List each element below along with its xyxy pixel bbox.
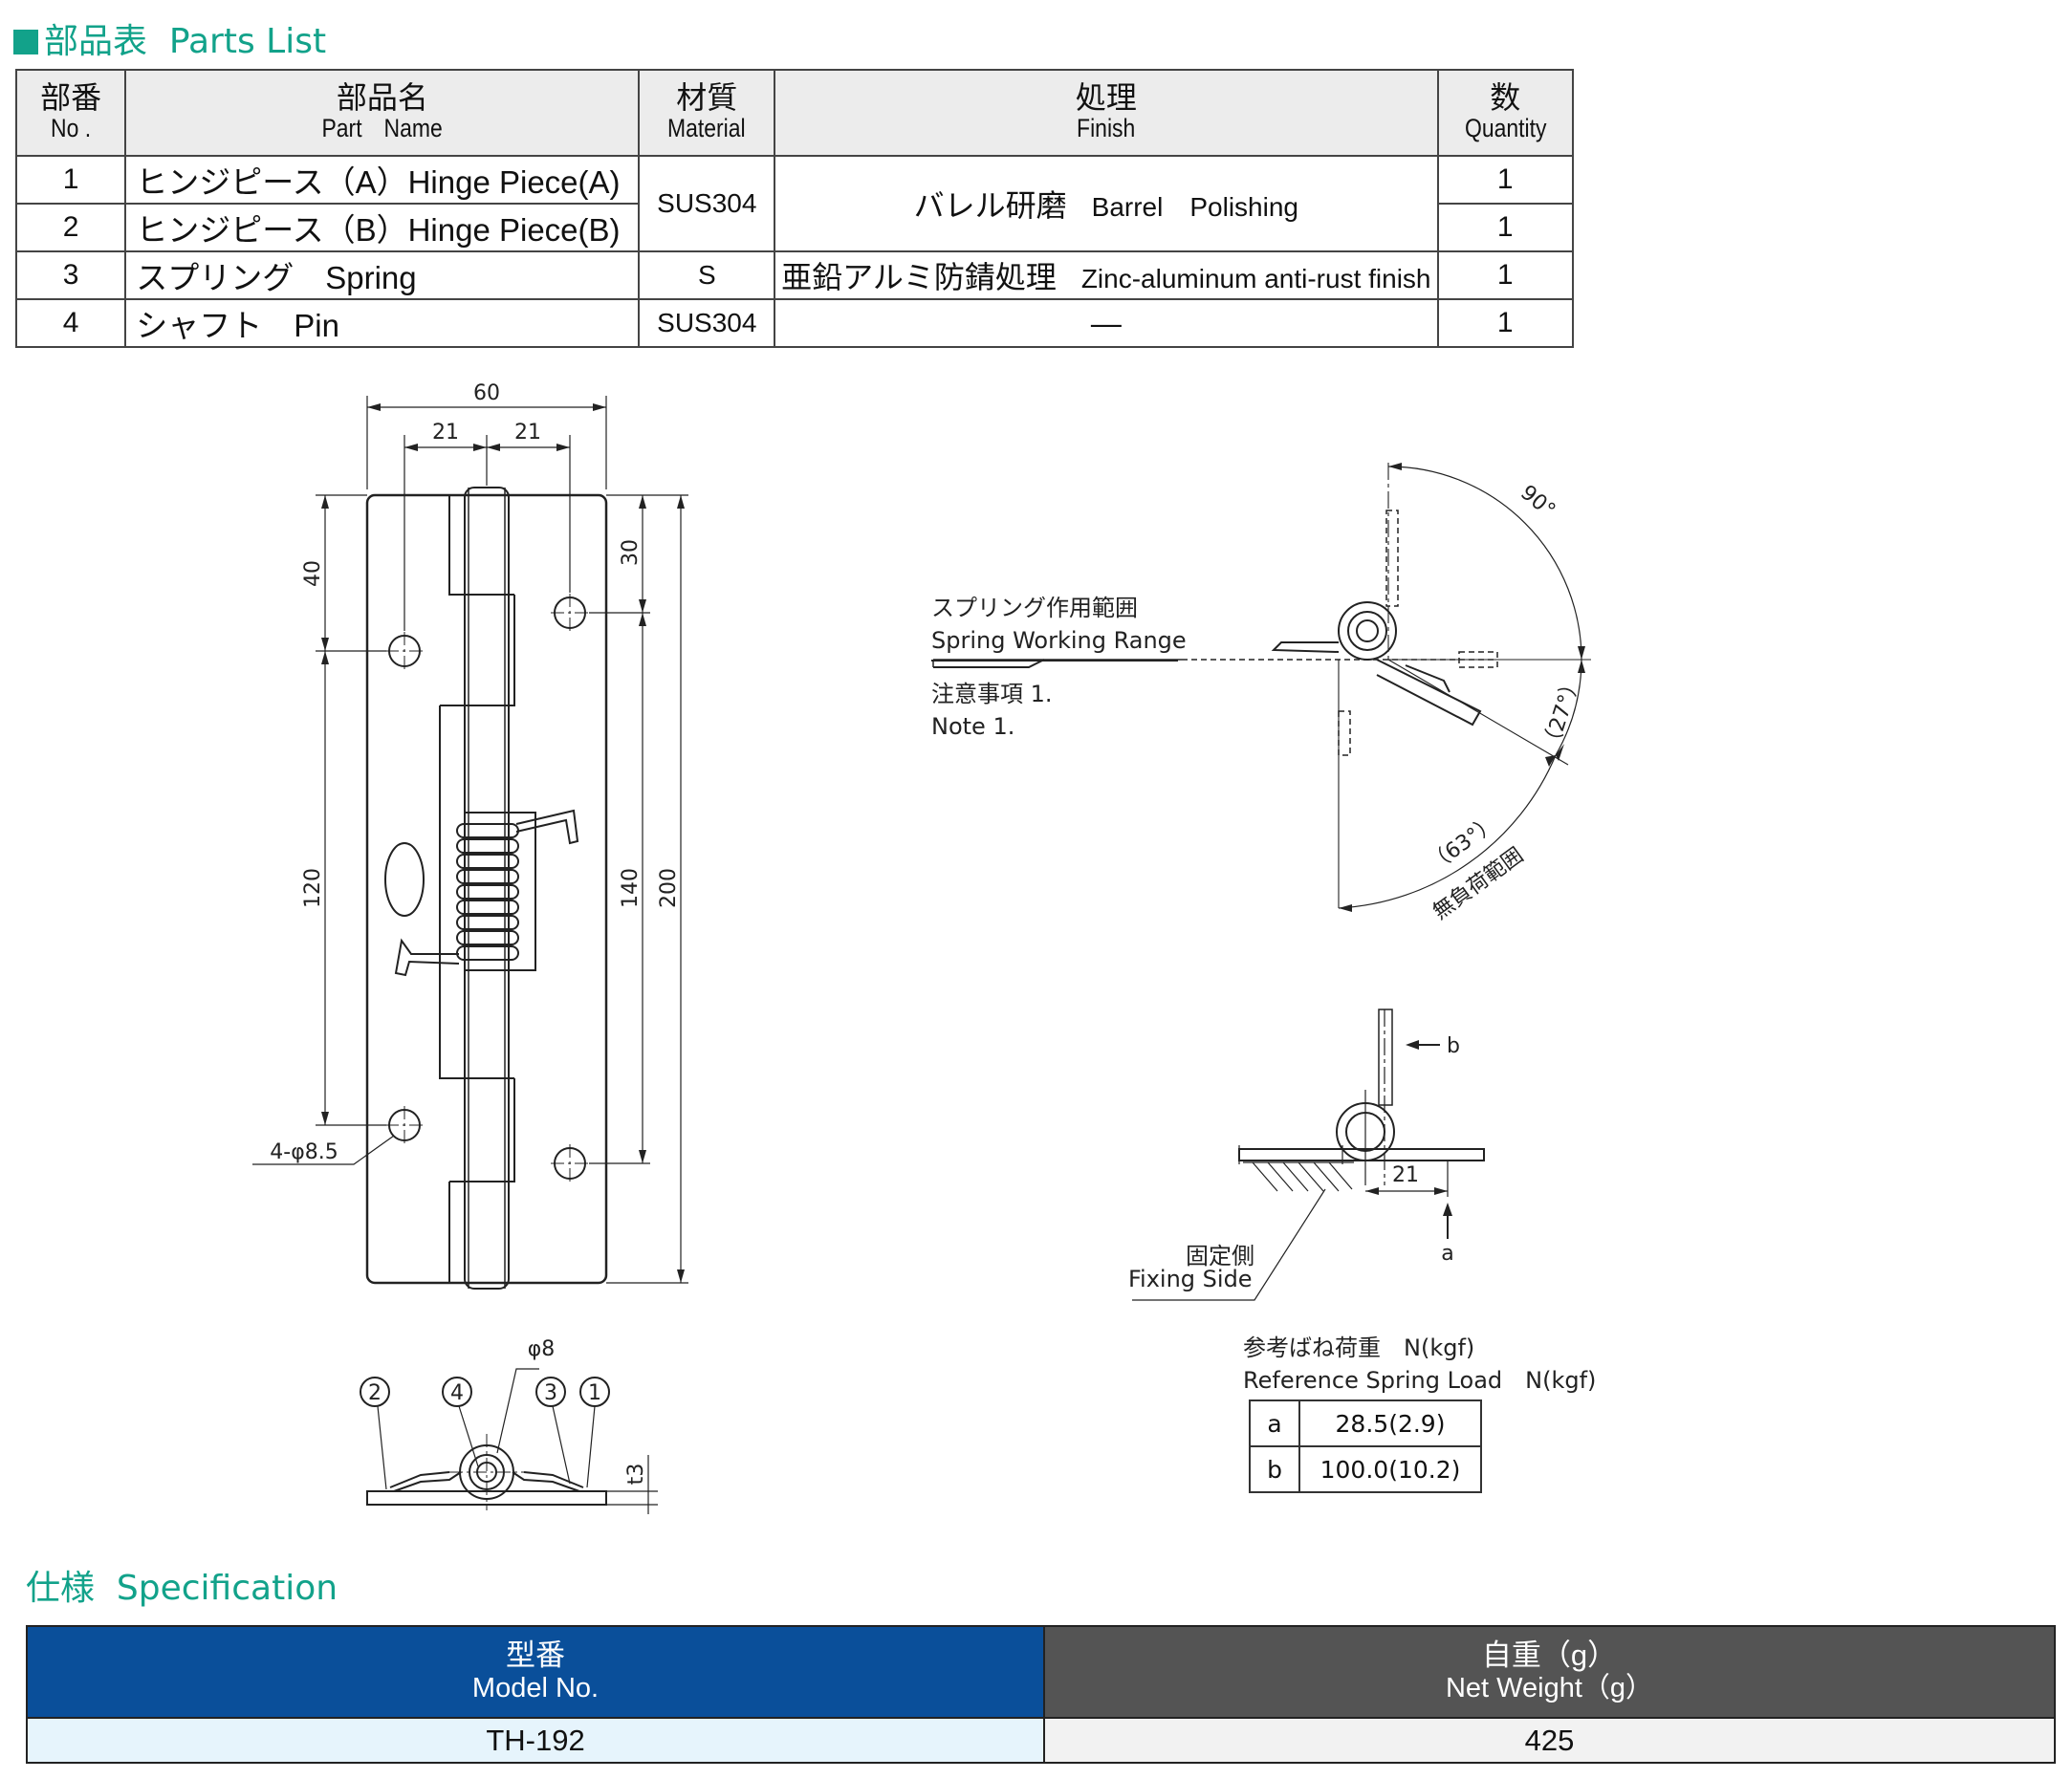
part-qty: 1 [1436, 203, 1574, 252]
angle-90: 90° [1516, 481, 1559, 523]
part-finish: — [774, 298, 1439, 348]
part-qty: 1 [1436, 155, 1574, 205]
arrow-b-label: b [1447, 1034, 1460, 1058]
table-row: a 28.5(2.9) [1249, 1399, 1482, 1447]
note-jp: 注意事項 1. [931, 681, 1053, 707]
part-name: スプリング Spring [124, 250, 641, 300]
part-material: SUS304 [638, 298, 776, 348]
part-no: 3 [14, 250, 127, 300]
spring-load-title-en: Reference Spring Load N(kgf) [1243, 1367, 1597, 1394]
part-no: 2 [14, 203, 127, 252]
table-row: TH-192 425 [26, 1717, 2056, 1764]
part-material: S [638, 250, 776, 300]
load-value: 28.5(2.9) [1298, 1399, 1482, 1447]
arrow-a-label: a [1441, 1242, 1453, 1266]
dim-120: 120 [301, 868, 325, 908]
dim-holes: 4-φ8.5 [270, 1140, 338, 1164]
spring-range-view [932, 463, 1591, 912]
table-row: 2 ヒンジピース（B）Hinge Piece(B) 1 [14, 203, 1574, 252]
front-view [252, 396, 688, 1290]
spring-range-label-en: Spring Working Range [931, 627, 1187, 662]
part-name: ヒンジピース（B）Hinge Piece(B) [124, 203, 641, 252]
part-no: 4 [14, 298, 127, 348]
dim-pin-diameter: φ8 [528, 1337, 556, 1361]
balloon-1: 1 [588, 1381, 601, 1405]
load-view [1132, 1009, 1485, 1301]
balloon-3: 3 [544, 1381, 557, 1405]
part-no: 1 [14, 155, 127, 205]
load-key: b [1249, 1445, 1300, 1493]
parts-list-title: 部品表 Parts List [13, 13, 326, 63]
angle-27: （27°） [1538, 672, 1585, 755]
part-qty: 1 [1436, 250, 1574, 300]
technical-drawing: 60 21 21 40 120 30 140 200 4-φ8.5 φ8 t3 … [252, 381, 1591, 1514]
part-qty: 1 [1436, 298, 1574, 348]
model-value: TH-192 [26, 1717, 1045, 1764]
balloon-2: 2 [368, 1381, 382, 1405]
dim-60: 60 [473, 381, 500, 405]
balloon-4: 4 [450, 1381, 464, 1405]
table-row: b 100.0(10.2) [1249, 1445, 1482, 1493]
dim-40: 40 [301, 560, 325, 587]
header-weight: 自重（g）Net Weight（g） [1043, 1625, 2056, 1719]
side-view [360, 1368, 658, 1514]
fixing-side-jp: 固定側 [1186, 1243, 1254, 1269]
dim-30: 30 [619, 539, 643, 566]
spring-range-label-jp: スプリング作用範囲 [931, 595, 1138, 621]
table-row: 4 シャフト Pin SUS304 — 1 [14, 298, 1574, 348]
spring-load-title-jp: 参考ばね荷重 N(kgf) [1243, 1334, 1475, 1361]
part-material: SUS304 [638, 155, 776, 252]
part-name: ヒンジピース（A）Hinge Piece(A) [124, 155, 641, 205]
dim-21-load: 21 [1392, 1163, 1419, 1187]
load-value: 100.0(10.2) [1298, 1445, 1482, 1493]
spring-load-table: a 28.5(2.9) b 100.0(10.2) [1249, 1399, 1482, 1493]
part-name: シャフト Pin [124, 298, 641, 348]
note-en: Note 1. [931, 713, 1015, 740]
fixing-side-en: Fixing Side [1128, 1266, 1253, 1292]
square-icon [13, 30, 38, 54]
dim-21-left: 21 [432, 421, 459, 445]
specification-title: 仕様 Specification [26, 1569, 338, 1608]
load-key: a [1249, 1399, 1300, 1447]
dim-thickness: t3 [624, 1464, 648, 1486]
dim-200: 200 [657, 868, 681, 908]
dim-21-right: 21 [514, 421, 541, 445]
weight-value: 425 [1043, 1717, 2056, 1764]
dim-140: 140 [619, 868, 643, 908]
